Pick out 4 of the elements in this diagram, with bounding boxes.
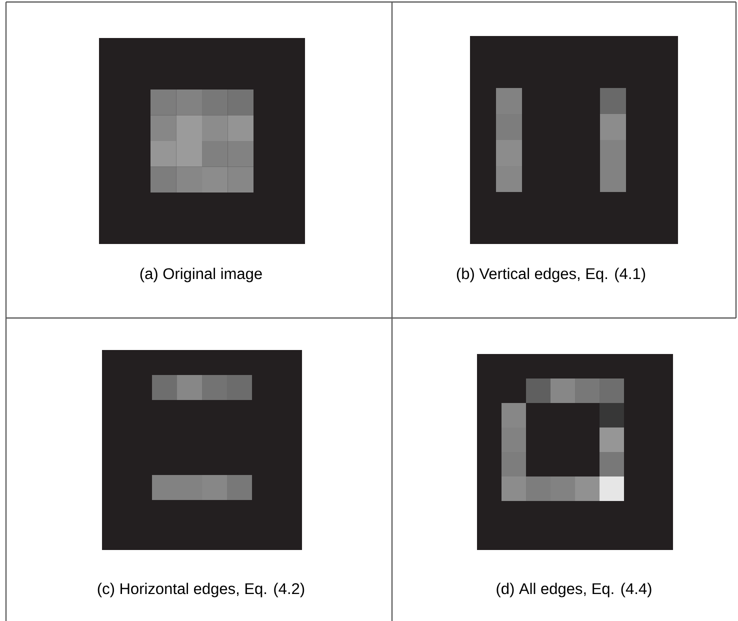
figure-caption: (c) Horizontal edges, Eq. (4.2): [98, 582, 304, 598]
figure-caption: (d) All edges, Eq. (4.4): [496, 582, 652, 598]
figure-caption: (a) Original image: [140, 268, 262, 282]
figure-caption: (b) Vertical edges, Eq. (4.1): [456, 268, 646, 282]
